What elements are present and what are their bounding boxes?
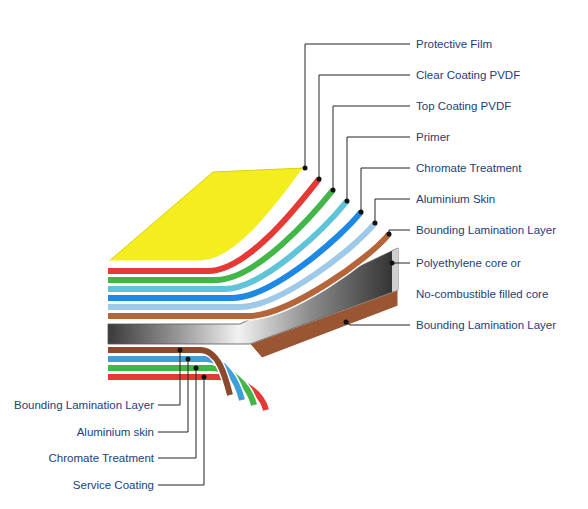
part-label: Protective Film	[416, 36, 492, 52]
leader-lines	[158, 44, 410, 485]
part-label: Service Coating	[73, 477, 154, 493]
core-end	[392, 248, 398, 292]
part-label: Chromate Treatment	[49, 450, 154, 466]
lamination-layer	[108, 350, 230, 395]
part-label: Chromate Treatment	[416, 160, 521, 176]
part-label: Primer	[416, 129, 450, 145]
protective-film	[108, 168, 305, 262]
part-label: Bounding Lamination Layer	[416, 222, 556, 238]
part-label: No-combustible filled core	[416, 286, 548, 302]
part-label: Aluminium skin	[77, 424, 154, 440]
leader-dots	[178, 166, 395, 380]
part-label: Clear Coating PVDF	[416, 67, 520, 83]
part-label: Bounding Lamination Layer	[14, 397, 154, 413]
part-label: Aluminium Skin	[416, 191, 495, 207]
part-label: Bounding Lamination Layer	[416, 317, 556, 333]
film-edge	[108, 168, 305, 262]
part-label: Polyethylene core or	[416, 255, 521, 271]
part-label: Top Coating PVDF	[416, 98, 511, 114]
